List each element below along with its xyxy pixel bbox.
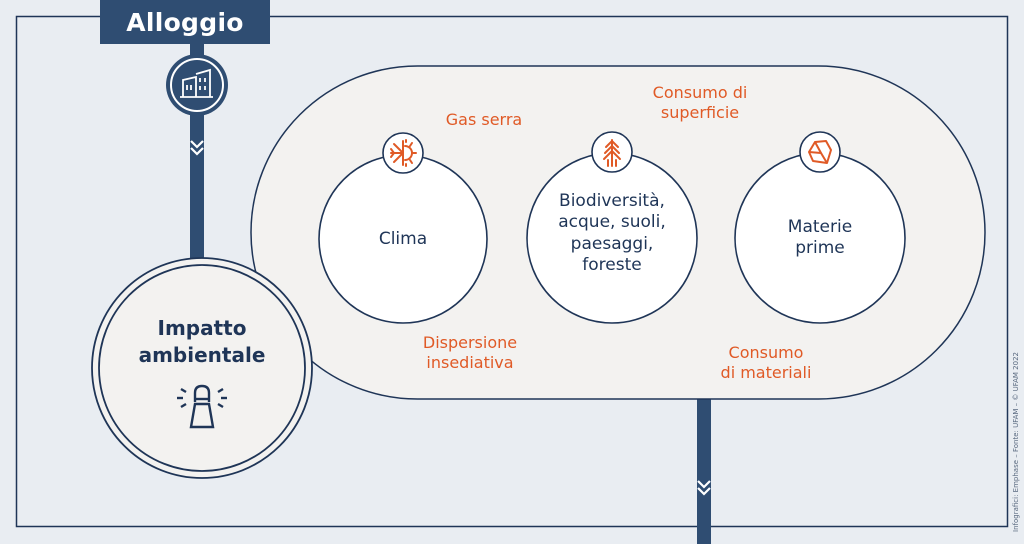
category-label-materie: Materie prime — [760, 217, 880, 260]
chevron-down-icon — [697, 480, 711, 496]
buildings-badge — [166, 54, 228, 116]
category-label-line: Materie — [787, 217, 853, 237]
factor-dispersione-insediativa: Dispersione insediativa — [400, 333, 540, 373]
center-label: Impatto ambientale — [127, 315, 277, 369]
buildings-icon — [180, 68, 213, 98]
credit-text: Infografici: Emphase – Fonte: UFAM – © U… — [1012, 352, 1020, 532]
factor-consumo-materiali: Consumo di materiali — [696, 343, 836, 383]
factor-label-line: Dispersione — [422, 333, 518, 352]
category-label-line: acque, suoli, — [558, 212, 666, 233]
center-label-line2: ambientale — [138, 343, 266, 367]
factor-consumo-superficie: Consumo di superficie — [630, 83, 770, 123]
factor-label-line: insediativa — [426, 353, 514, 372]
factor-label-line: Consumo di — [652, 83, 748, 102]
category-label-line: foreste — [582, 254, 642, 275]
page-title-text: Alloggio — [126, 7, 244, 37]
category-label-line: Biodiversità, — [559, 191, 665, 211]
factor-label-line: superficie — [660, 103, 740, 122]
factor-gas-serra: Gas serra — [424, 110, 544, 130]
category-label-line: prime — [795, 238, 845, 259]
page-title: Alloggio — [100, 0, 270, 44]
bottom-connector — [697, 398, 711, 544]
chevron-down-icon — [190, 140, 204, 156]
buildings-badge-ring — [170, 58, 224, 112]
tree-icon — [603, 139, 621, 167]
factor-label-line: di materiali — [720, 363, 812, 382]
factor-label-line: Consumo — [728, 343, 804, 362]
center-circle-inner-ring — [98, 264, 306, 472]
category-label-clima: Clima — [343, 229, 463, 250]
climate-snowflake-icon — [390, 139, 417, 167]
outer-frame — [15, 15, 1009, 528]
category-label-line: Clima — [378, 229, 428, 249]
category-label-line: paesaggi, — [570, 233, 654, 254]
category-label-biodiversita: Biodiversità, acque, suoli, paesaggi, fo… — [542, 191, 682, 276]
factor-label-line: Gas serra — [445, 110, 523, 129]
alarm-beacon-icon — [177, 384, 227, 429]
center-label-line1: Impatto — [157, 316, 247, 340]
raw-material-stone-icon — [808, 140, 832, 164]
